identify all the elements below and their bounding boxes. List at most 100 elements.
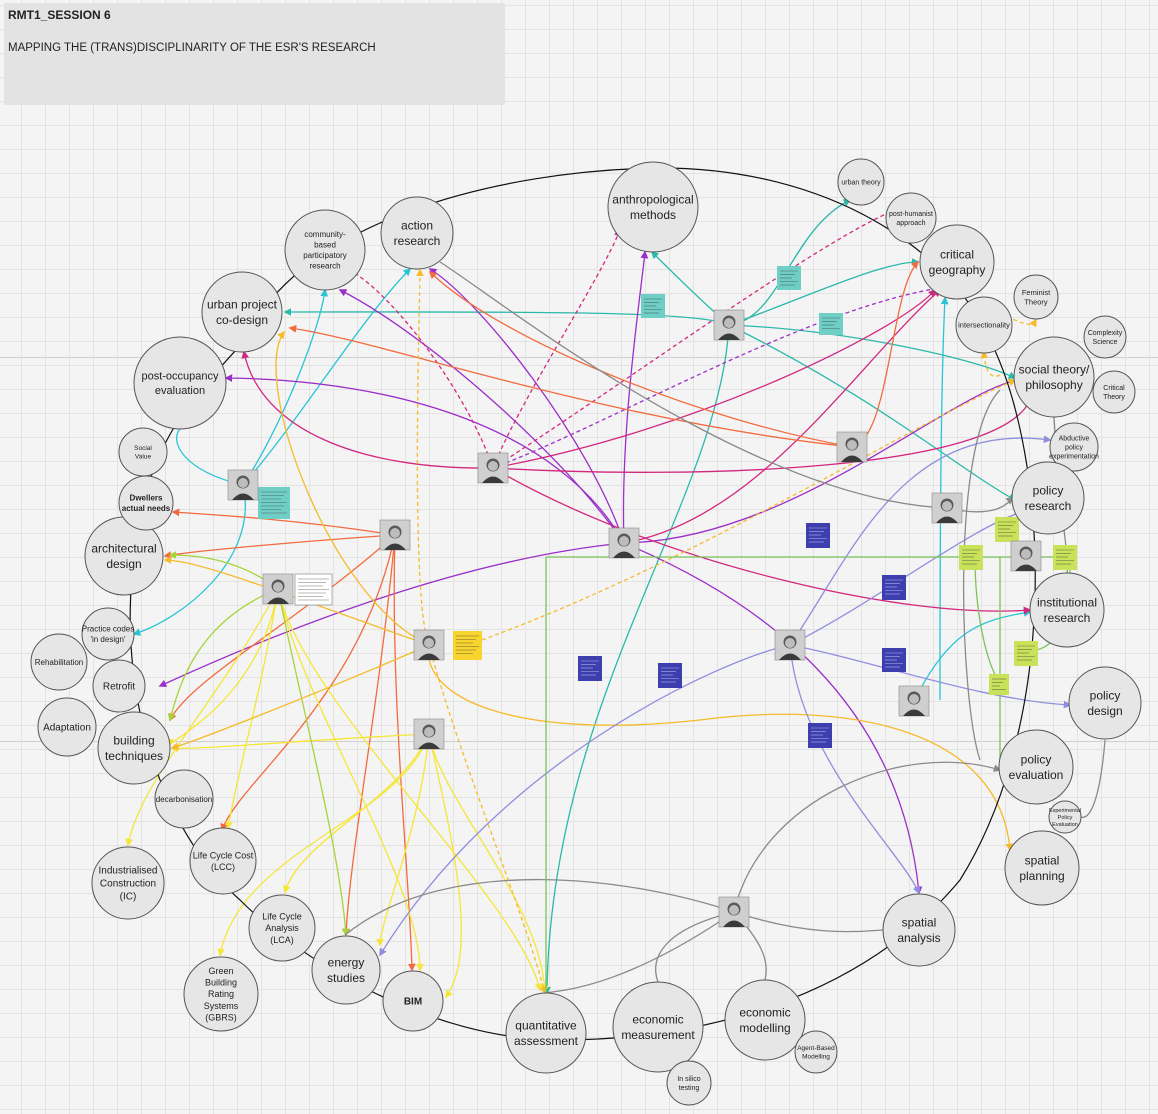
sticky-note[interactable] (658, 663, 682, 688)
connection-line (163, 534, 396, 559)
sticky-note[interactable] (777, 266, 801, 290)
researcher-avatar[interactable] (477, 452, 509, 484)
node-rehabilitation[interactable]: Rehabilitation (30, 633, 88, 691)
sticky-note[interactable] (641, 294, 665, 318)
node-urban-theory[interactable]: urban theory (837, 158, 885, 206)
connection-line (125, 588, 279, 847)
sticky-note[interactable] (882, 648, 906, 672)
connection-line (789, 435, 1052, 646)
connection-line (999, 314, 1037, 328)
connection-line (241, 350, 494, 469)
researcher-avatar[interactable] (608, 527, 640, 559)
sticky-note[interactable] (294, 573, 333, 606)
sticky-note[interactable] (882, 575, 906, 600)
sticky-note[interactable] (806, 523, 830, 548)
connection-line (851, 260, 920, 448)
sticky-note[interactable] (1053, 545, 1077, 570)
researcher-avatar[interactable] (836, 431, 868, 463)
connection-line (166, 588, 279, 747)
connection-line (427, 644, 701, 726)
sticky-note[interactable] (578, 656, 602, 681)
connection-line (277, 588, 350, 937)
researcher-avatar[interactable] (413, 718, 445, 750)
node-label: urban theory (841, 179, 881, 186)
connection-line (338, 289, 625, 544)
researcher-avatar[interactable] (774, 629, 806, 661)
sticky-note[interactable] (808, 723, 832, 748)
connection-line (171, 508, 396, 536)
sticky-note[interactable] (819, 313, 843, 335)
researcher-avatar[interactable] (898, 685, 930, 717)
connection-line (1080, 739, 1106, 818)
connection-line (492, 281, 962, 469)
node-practice-codes[interactable]: Practice codes'in design' (81, 607, 135, 661)
researcher-avatar[interactable] (718, 896, 750, 928)
node-label: Retrofit (103, 682, 135, 693)
node-bim[interactable]: BIM (382, 970, 444, 1032)
node-decarbonisation[interactable]: decarbonisation (154, 769, 214, 829)
researcher-avatar[interactable] (1010, 540, 1042, 572)
researcher-avatar[interactable] (931, 492, 963, 524)
node-retrofit[interactable]: Retrofit (92, 659, 146, 713)
sticky-note[interactable] (989, 674, 1009, 695)
node-intersectionality[interactable]: intersectionality (955, 296, 1013, 354)
node-social-theory[interactable]: social theory/philosophy (1013, 336, 1095, 418)
connection-line (492, 228, 622, 469)
node-adaptation[interactable]: Adaptation (37, 697, 97, 757)
node-lcc[interactable]: Life Cycle Cost(LCC) (189, 827, 257, 895)
connection-line (492, 288, 937, 469)
sticky-note[interactable] (1014, 641, 1038, 666)
sticky-note[interactable] (995, 517, 1019, 542)
researcher-avatar[interactable] (227, 469, 259, 501)
researcher-avatar[interactable] (379, 519, 411, 551)
sticky-note[interactable] (453, 631, 482, 660)
connection-line (376, 733, 430, 947)
node-label: Adaptation (43, 723, 91, 734)
researcher-avatar[interactable] (413, 629, 445, 661)
sticky-note[interactable] (258, 487, 290, 519)
researcher-avatar[interactable] (713, 309, 745, 341)
connection-line (275, 330, 430, 646)
researcher-avatar[interactable] (262, 573, 294, 605)
connection-line (393, 534, 416, 972)
sticky-note[interactable] (959, 545, 983, 570)
